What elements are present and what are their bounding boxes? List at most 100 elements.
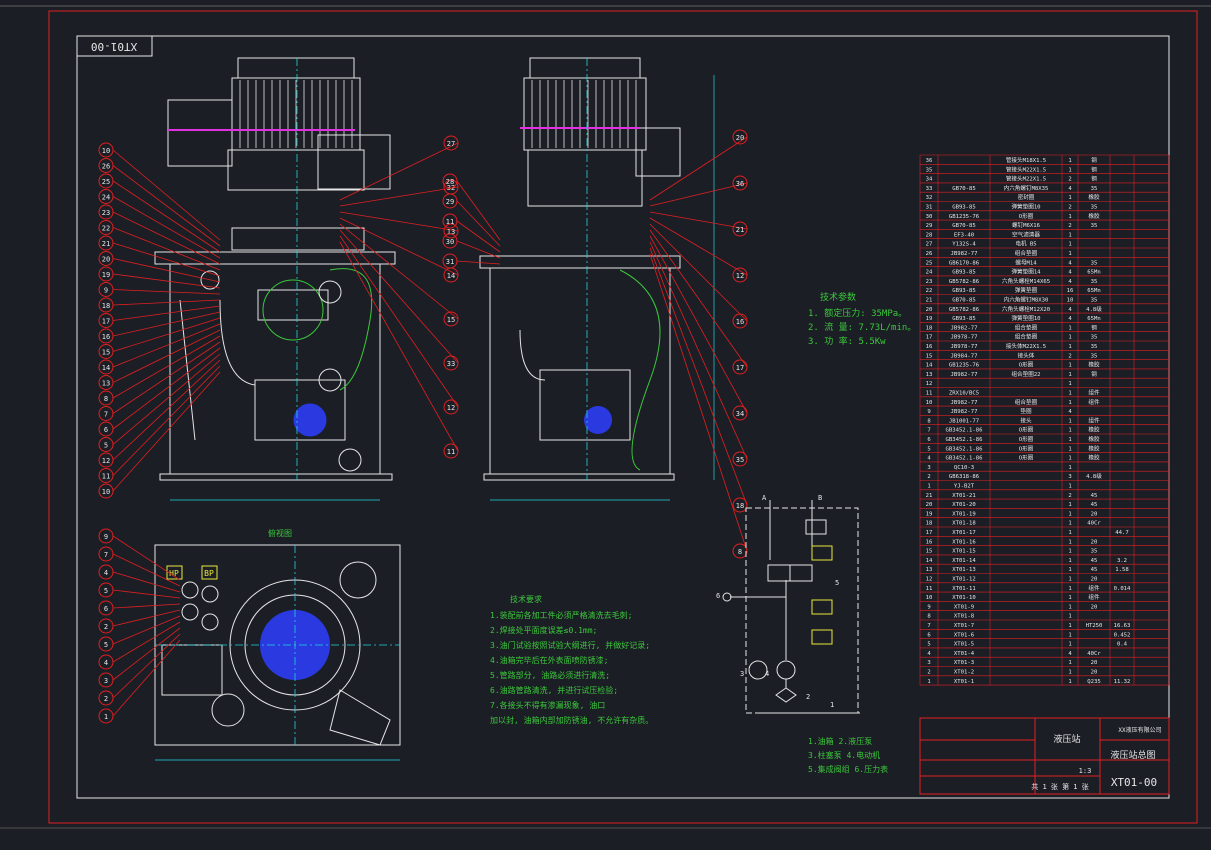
balloon bbox=[732, 267, 748, 283]
filter-element bbox=[293, 403, 327, 437]
bom-cell: 1 bbox=[1068, 586, 1071, 592]
balloon bbox=[98, 189, 114, 204]
balloon bbox=[98, 564, 114, 580]
bom-cell: 1 bbox=[1068, 418, 1071, 424]
side-filter-element bbox=[584, 406, 612, 434]
bom-cell: XT01-21 bbox=[952, 493, 976, 499]
leader-line bbox=[112, 341, 221, 414]
balloon-number: 12 bbox=[736, 272, 744, 280]
bom-cell: 钢 bbox=[1091, 165, 1097, 173]
balloon bbox=[732, 405, 748, 421]
bom-cell: JB978-77 bbox=[951, 344, 978, 350]
schematic-frame bbox=[745, 507, 859, 714]
bom-cell: 0.452 bbox=[1114, 632, 1131, 638]
balloon-number: 35 bbox=[736, 456, 744, 464]
bom-cell: 2 bbox=[927, 670, 930, 676]
sch-motor bbox=[748, 660, 768, 680]
bom-cell: 65Mn bbox=[1087, 316, 1100, 322]
balloon-number: 8 bbox=[104, 395, 108, 403]
bom-cell: 橡胶 bbox=[1088, 444, 1100, 452]
tech-param-line-1: 1. 额定压力: 35MPa。 bbox=[808, 307, 907, 319]
bom-cell: 组件 bbox=[1088, 416, 1100, 424]
bom-cell: 1 bbox=[1068, 195, 1071, 201]
bom-cell: 六角头螺栓M14X65 bbox=[1002, 277, 1050, 285]
bom-cell: GB5782-86 bbox=[949, 307, 979, 313]
bom-cell: 1 bbox=[1068, 232, 1071, 238]
bom-cell: 4.8级 bbox=[1086, 305, 1102, 313]
bom-cell: 8 bbox=[927, 418, 931, 424]
balloon bbox=[98, 282, 114, 297]
bom-cell: GB6170-86 bbox=[949, 260, 979, 266]
bom-cell: 35 bbox=[1091, 344, 1098, 350]
bom-cell: YJ-B2T bbox=[954, 484, 975, 490]
top-port-2 bbox=[201, 585, 219, 603]
schematic-label: 2 bbox=[806, 693, 810, 701]
balloon-number: 34 bbox=[736, 410, 744, 418]
bom-cell: 1 bbox=[1068, 521, 1071, 527]
legend-line-3: 5.集成阀组 6.压力表 bbox=[808, 764, 888, 774]
bom-cell: 橡胶 bbox=[1088, 454, 1100, 462]
bom-cell: 1 bbox=[1068, 614, 1071, 620]
schematic-label: 5 bbox=[835, 579, 839, 587]
bom-cell: 12 bbox=[926, 577, 933, 583]
bom-cell: 2 bbox=[1068, 223, 1071, 229]
balloon bbox=[442, 253, 458, 269]
bom-cell: XT01-16 bbox=[952, 539, 976, 545]
bom-cell: 0.4 bbox=[1117, 642, 1128, 648]
leader-line bbox=[649, 136, 748, 201]
leader-line bbox=[112, 589, 181, 599]
balloon bbox=[98, 600, 114, 616]
bom-cell: 4 bbox=[927, 456, 931, 462]
balloon-number: 29 bbox=[446, 198, 454, 206]
bom-cell: 34 bbox=[926, 177, 933, 183]
balloon bbox=[98, 528, 114, 544]
bom-cell: 35 bbox=[1091, 260, 1098, 266]
sch-pump bbox=[776, 660, 796, 680]
bom-cell: EF3-40 bbox=[954, 232, 974, 238]
bom-cell: GB93-85 bbox=[952, 288, 976, 294]
balloon-number: 36 bbox=[736, 180, 744, 188]
bom-cell: 1 bbox=[1068, 604, 1071, 610]
leader-line bbox=[649, 235, 748, 414]
balloon bbox=[98, 313, 114, 328]
leader-line bbox=[649, 211, 748, 230]
bom-cell: 1 bbox=[1068, 400, 1071, 406]
pump-body bbox=[254, 379, 346, 441]
bom-cell: 20 bbox=[926, 502, 933, 508]
bom-cell: 钢 bbox=[1091, 156, 1097, 164]
balloon-number: 18 bbox=[102, 302, 110, 310]
leader-line bbox=[649, 217, 748, 276]
leader-line bbox=[112, 317, 221, 352]
motor-junction-box bbox=[167, 99, 233, 167]
bom-cell: JB984-77 bbox=[951, 353, 978, 359]
bom-cell: 35 bbox=[1091, 279, 1098, 285]
leader-line bbox=[112, 273, 221, 289]
pump-adapter bbox=[231, 227, 365, 251]
balloon-number: 21 bbox=[736, 226, 744, 234]
bom-cell: XT01-11 bbox=[952, 586, 976, 592]
bom-cell: 1 bbox=[1068, 167, 1071, 173]
top-port-4 bbox=[201, 613, 219, 631]
bom-cell: 26 bbox=[926, 251, 933, 257]
schematic-label: B bbox=[818, 494, 822, 502]
top-port-1 bbox=[181, 581, 199, 599]
bom-cell: 1 bbox=[1068, 549, 1071, 555]
tech-req-block: 技术要求 1.装配前各加工件必须严格清洗去毛刺; 2.焊接处平面度误差≤0.1m… bbox=[490, 594, 653, 725]
bom-cell: 1 bbox=[1068, 456, 1071, 462]
balloon bbox=[98, 390, 114, 406]
motor-flange bbox=[227, 149, 365, 191]
legend-line-1: 1.油箱 2.液压泵 bbox=[808, 736, 872, 746]
balloon-number: 3 bbox=[104, 677, 108, 685]
bom-cell: 9 bbox=[927, 409, 930, 415]
bom-cell: 15 bbox=[926, 353, 933, 359]
schematic-label: 4 bbox=[765, 670, 769, 678]
balloon bbox=[443, 443, 459, 459]
bom-cell: 6 bbox=[927, 437, 930, 443]
balloon-number: 13 bbox=[447, 228, 455, 236]
bom-cell: O形圈 bbox=[1019, 454, 1034, 462]
sch-relief-2 bbox=[811, 599, 833, 615]
bom-cell: 接头 bbox=[1020, 416, 1032, 424]
bom-cell: XT01-2 bbox=[954, 670, 974, 676]
